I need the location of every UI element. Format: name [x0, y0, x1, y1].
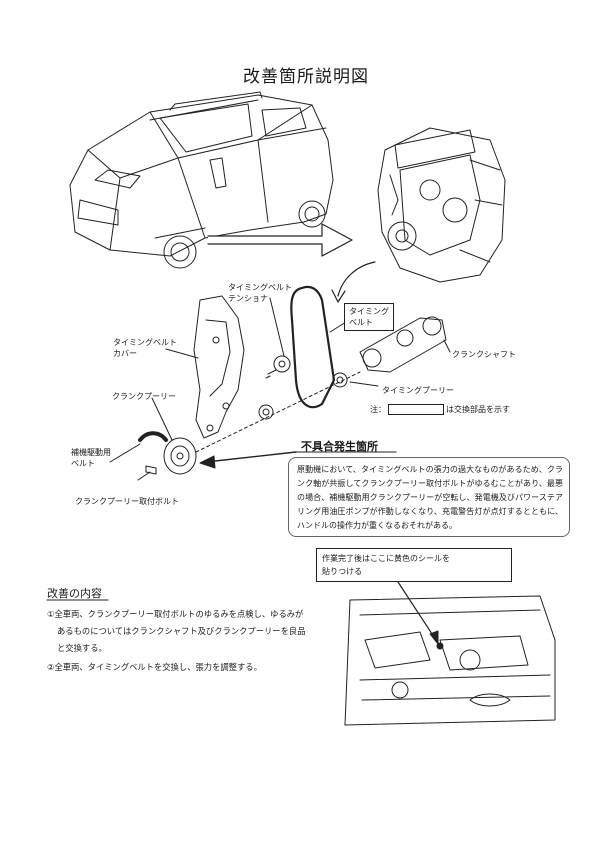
label-crank-pulley: クランクプーリー: [112, 392, 176, 401]
crank-pulley: [163, 437, 197, 475]
improvement-item-1: ①全車両、クランクプーリー取付ボルトのゆるみを点検し、ゆるみが あるものについて…: [47, 609, 306, 653]
label-timing-belt: タイミングベルト: [344, 303, 394, 331]
label-timing-cover: タイミングベルトカバー: [113, 338, 177, 358]
crank-bolt: [145, 465, 157, 475]
engine-illustration: [377, 127, 506, 283]
improvement-item-2: ②全車両、タイミングベルトを交換し、張力を調整する。: [47, 662, 262, 672]
defect-heading: 不具合発生箇所: [301, 440, 378, 453]
note-legend-box: [388, 404, 444, 415]
timing-cover: [193, 295, 245, 439]
crankshaft: [359, 316, 447, 373]
sticker-instruction: 作業完了後はここに黄色のシールを 貼りつける: [316, 548, 512, 582]
label-crank-bolt: クランクプーリー取付ボルト: [75, 497, 179, 506]
car-illustration: [69, 91, 334, 269]
label-aux-belt: 補機駆動用ベルト: [71, 448, 111, 468]
timing-belt: [290, 285, 336, 409]
timing-pulley: [332, 372, 348, 388]
improvement-heading: 改善の内容: [47, 587, 102, 600]
aux-drive-belt: [138, 431, 168, 442]
label-timing-pulley: タイミングプーリー: [382, 386, 454, 395]
page-title: 改善箇所説明図: [243, 67, 369, 87]
defect-description: 原動機において、タイミングベルトの張力の過大なものがあるため、クランク軸が共振し…: [288, 457, 570, 537]
label-tensioner: タイミングベルトテンショナ: [228, 283, 292, 303]
engine-bay-illustration: [344, 595, 556, 726]
tensioner-pulley: [273, 355, 291, 373]
label-crankshaft: クランクシャフト: [452, 350, 516, 359]
replacement-note: 注： は交換部品を示す: [370, 404, 510, 415]
